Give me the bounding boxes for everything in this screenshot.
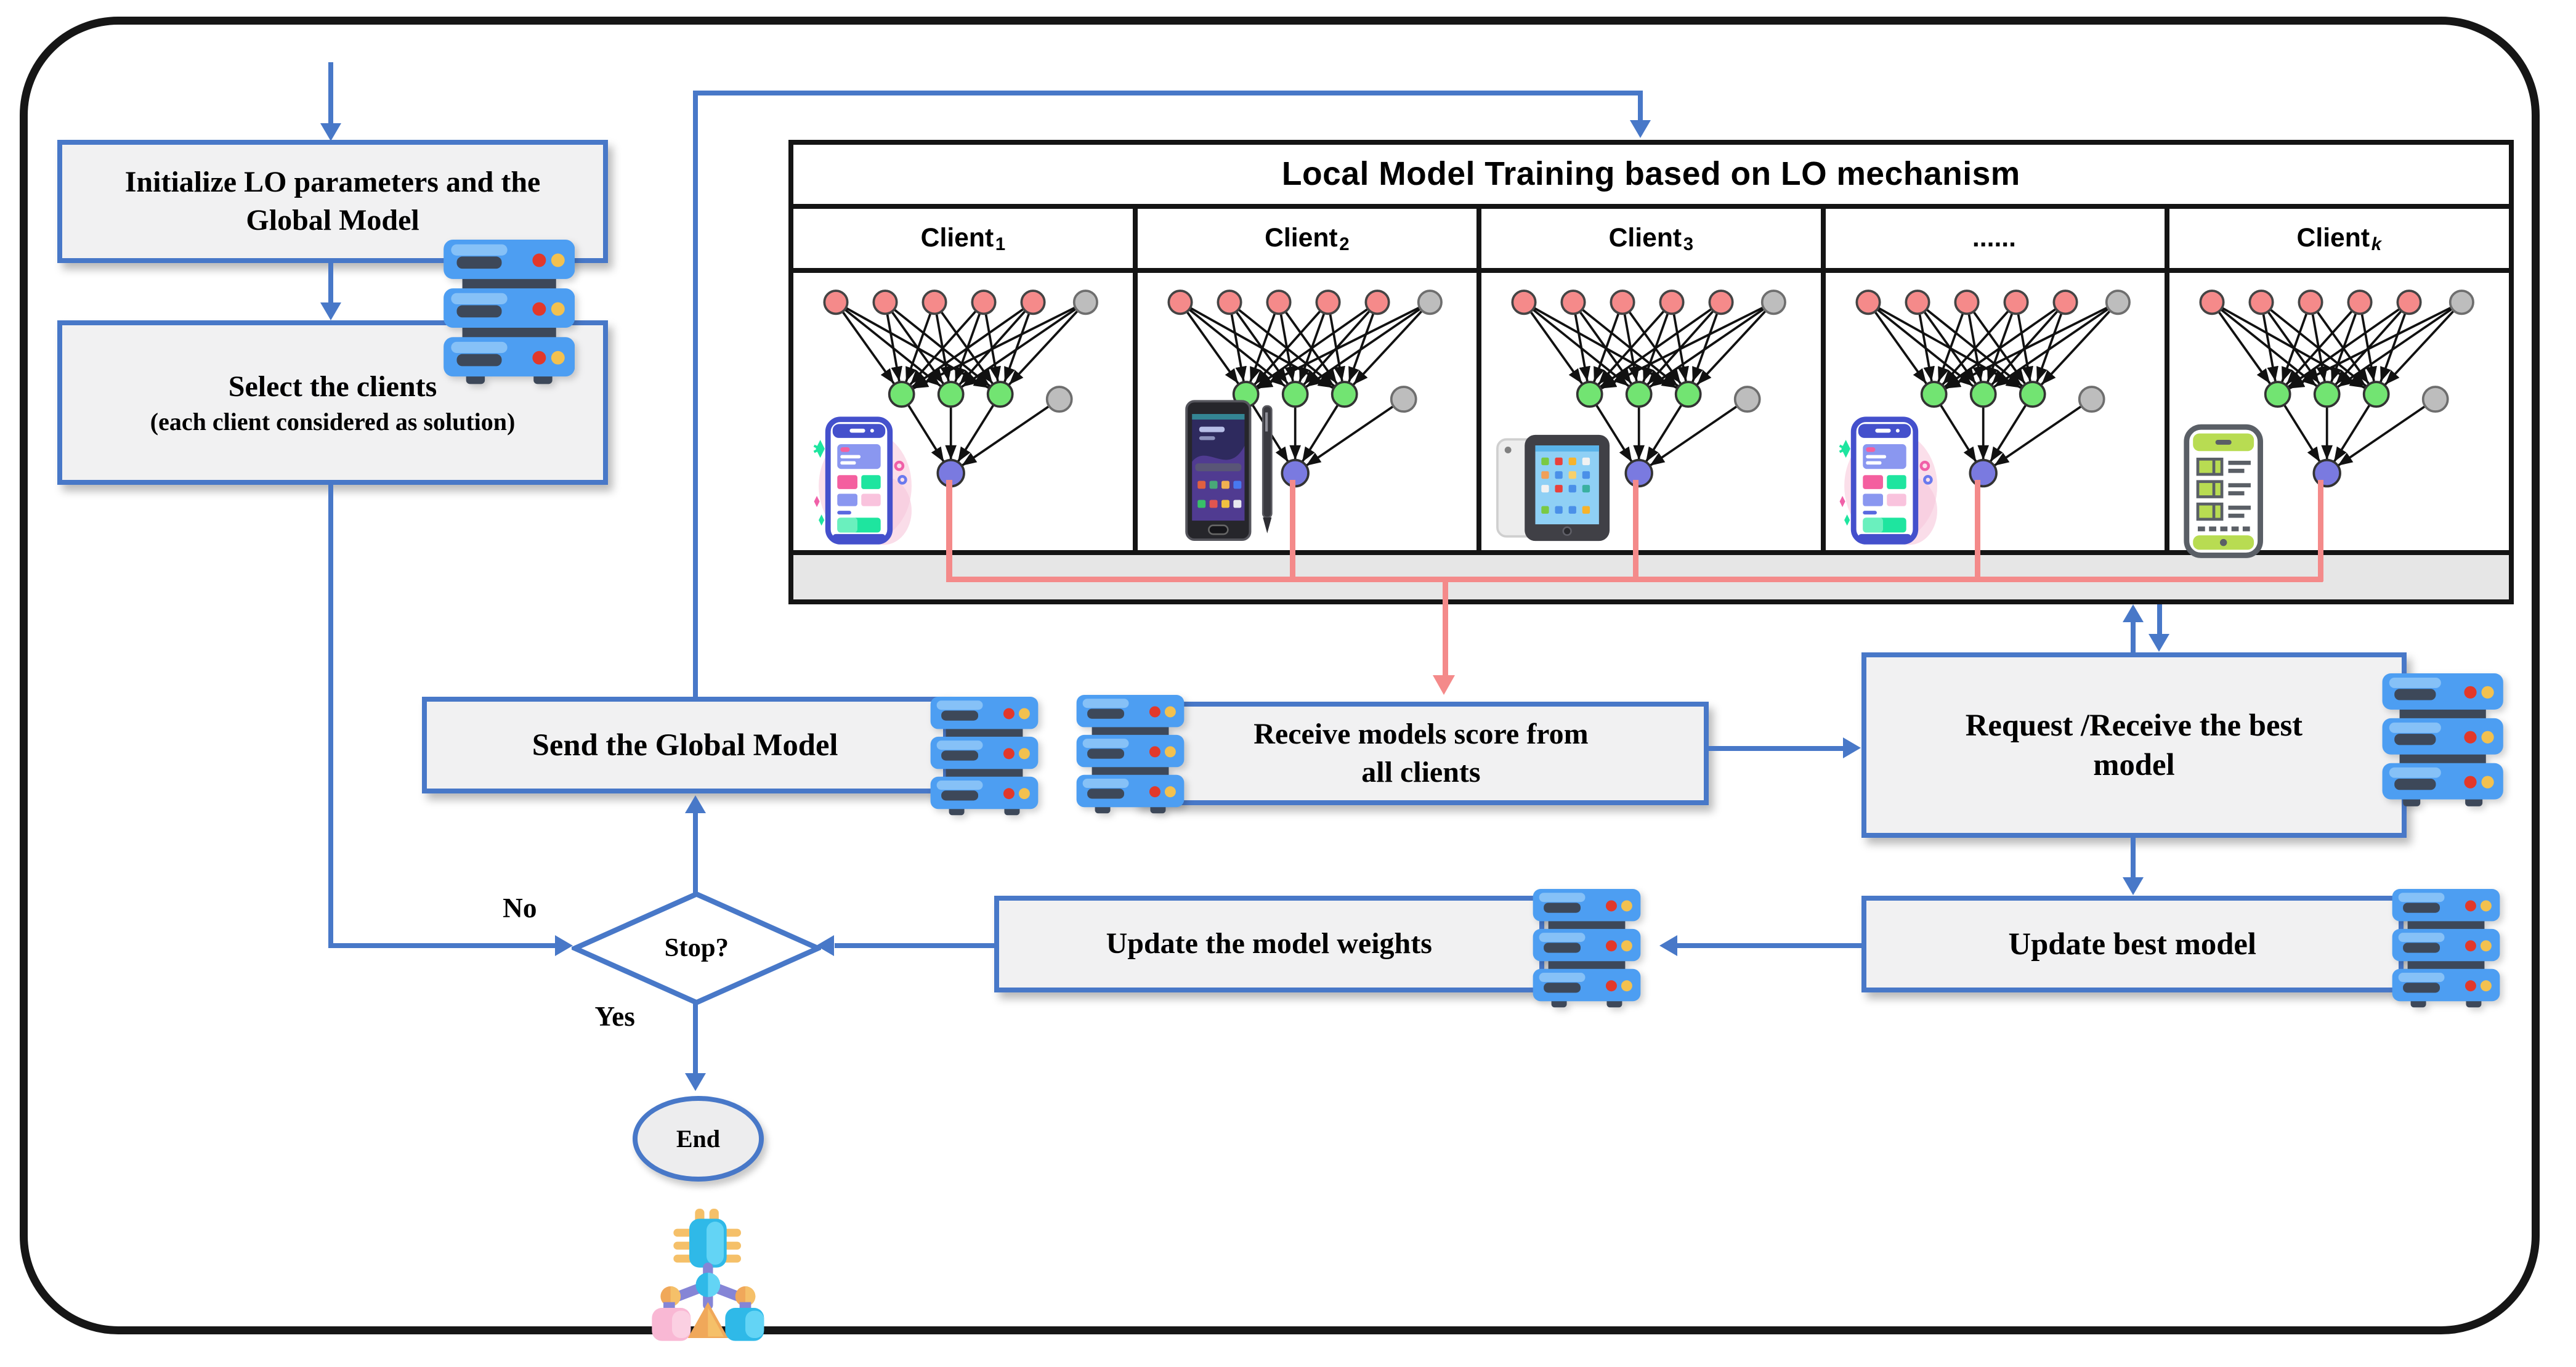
no-branch-label: No [503,893,537,924]
table-body-row [793,272,2508,551]
send-global-model-box: Send the Global Model [422,696,948,794]
tablet-icon [1494,434,1613,542]
client-link-line [946,479,952,582]
update-model-weights-box: Update the model weights [994,895,1544,992]
arrowhead [1843,737,1861,759]
server-icon [444,240,575,386]
client-link-bus-line [946,577,2323,583]
flow-line [2131,838,2136,883]
flow-line-entry [328,62,334,129]
client-link-line [1289,479,1295,582]
receive-scores-box: Receive models score from all clients [1133,701,1709,805]
flow-line [1708,745,1849,751]
client-k-cell [2169,273,2508,551]
client-ellipsis-cell [1826,272,2170,551]
arrowhead-pink [1432,675,1455,696]
server-icon [1533,889,1641,1009]
outer-frame [20,16,2540,1334]
flow-line-loop [1637,90,1643,123]
select-line2: (each client considered as solution) [150,407,516,436]
flow-line-request [2131,617,2136,652]
flow-line-yes-branch [693,1000,699,1076]
client-1-cell [793,272,1138,551]
flow-line-receive [2157,604,2162,639]
client-link-line [2318,479,2324,582]
smartphone-app-illustration-icon [1832,414,1940,549]
server-icon [930,697,1039,817]
smartphone-app-illustration-icon [806,414,915,549]
network-chip-icon [649,1204,770,1342]
table-aggregation-strip [793,550,2509,600]
client-link-drop-line [1442,577,1448,679]
flow-line [328,943,556,948]
arrowhead [685,1073,707,1091]
arrowhead [685,795,707,813]
receive-line2: all clients [1361,755,1481,789]
arrowhead [816,935,835,956]
arrowhead [320,302,342,320]
receive-line1: Receive models score from [1254,718,1589,751]
flow-line [328,262,334,309]
client-3-cell [1481,272,1826,551]
server-icon [1076,695,1185,815]
server-icon [2382,673,2503,808]
yes-branch-label: Yes [594,1001,635,1032]
client-ellipsis-header: ...... [1826,208,2170,268]
flow-line [834,943,994,948]
update-best-model-box: Update best model [1861,895,2404,992]
arrowhead [2122,604,2144,623]
initialize-line2: Global Model [246,203,419,237]
send-label: Send the Global Model [532,728,838,763]
client-link-line [1974,479,1981,582]
arrowhead [1629,120,1651,138]
update-weights-label: Update the model weights [1106,927,1432,960]
flow-line-loop [693,92,699,697]
client-2-cell [1138,272,1482,551]
flow-line [328,484,334,947]
initialize-line1: Initialize LO parameters and the [124,166,541,199]
arrowhead [2122,877,2144,895]
request-line2: model [2093,747,2175,782]
arrowhead [2149,634,2170,652]
arrowhead [1659,935,1677,956]
client-link-line [1632,479,1639,582]
request-best-model-box: Request /Receive the best model [1861,652,2407,838]
stop-decision-label: Stop? [664,933,729,963]
end-label: End [676,1124,721,1153]
select-line1: Select the clients [228,370,437,404]
feature-phone-list-icon [2182,424,2264,559]
flow-line-loop [693,90,1643,95]
update-best-label: Update best model [2008,926,2256,961]
smartphone-with-stylus-icon [1183,397,1285,545]
local-training-table: Local Model Training based on LO mechani… [788,139,2514,605]
initialize-box: Initialize LO parameters and the Global … [57,139,608,263]
request-line1: Request /Receive the best [1965,707,2303,742]
server-icon [2392,889,2500,1009]
end-terminator: End [632,1095,764,1182]
arrowhead [555,935,573,956]
flow-line-no-branch [693,811,699,894]
arrowhead-entry [320,123,342,141]
flow-line [1677,943,1861,948]
table-title: Local Model Training based on LO mechani… [793,145,2509,209]
